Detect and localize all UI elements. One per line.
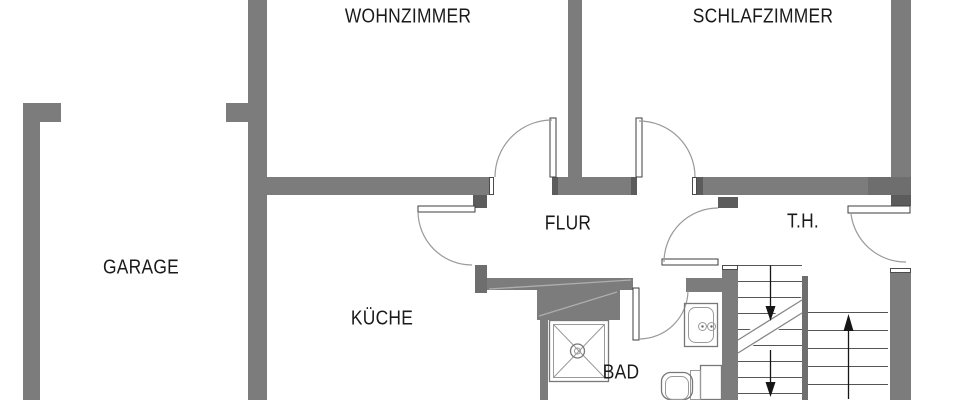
door-swing-arc <box>850 213 907 263</box>
toilet-icon <box>660 364 723 400</box>
wall-bad-north-stub <box>686 278 722 292</box>
wall-flur-north-right <box>697 177 890 195</box>
jamb-cap-schlafzimmer-door <box>692 177 697 195</box>
wall-flur-west-stub <box>475 265 487 293</box>
door-leaf <box>661 258 719 266</box>
bad-door <box>632 287 689 341</box>
jamb-kueche-door <box>473 195 487 208</box>
wall-garage-top-stub-left <box>23 103 61 122</box>
jamb-cap-stairs-wall <box>722 265 738 270</box>
wall-flur-south <box>487 278 633 290</box>
door-swing-arc <box>494 119 553 178</box>
stairs-break-line-1 <box>737 312 803 354</box>
wall-corner-th <box>868 177 911 195</box>
jamb-cap-right-wall <box>890 268 911 273</box>
th-door <box>661 207 719 266</box>
stairs <box>737 265 888 399</box>
stair-arrow-up-icon <box>843 314 854 399</box>
shower-icon <box>548 319 610 383</box>
wall-flur-north-center <box>552 177 637 195</box>
wall-kueche-bad <box>540 318 548 400</box>
door-leaf <box>549 117 557 178</box>
door-swing-arc <box>638 120 696 178</box>
wall-shaft <box>537 290 620 320</box>
wall-garage-left <box>23 103 40 400</box>
jamb-entry-door <box>891 195 911 206</box>
room-label-garage: GARAGE <box>102 256 180 279</box>
room-label-kueche: KÜCHE <box>350 307 414 330</box>
stairs-break-mask <box>738 297 802 355</box>
wall-stairs-divider <box>802 276 808 400</box>
room-label-wohnzimmer: WOHNZIMMER <box>344 5 472 28</box>
door-swing-arc <box>639 290 689 340</box>
entry-door <box>847 205 911 263</box>
door-swing-arc <box>663 207 719 263</box>
room-label-treppenhaus: T.H. <box>787 210 819 233</box>
door-swing-arc <box>417 211 473 266</box>
stair-arrow-down-icon <box>765 265 776 397</box>
stairs-break-line-2 <box>737 299 803 341</box>
schlafzimmer-door <box>635 117 696 178</box>
door-leaf <box>632 287 640 341</box>
jamb-schlafzimmer-east <box>697 177 703 195</box>
stairs-right-flight <box>808 312 888 385</box>
jamb-th-door <box>718 197 738 208</box>
wall-stairs-west <box>722 265 738 400</box>
wall-garage-top-stub-right <box>226 103 248 122</box>
washbasin-icon <box>683 302 719 348</box>
wall-flur-north-left <box>267 177 493 195</box>
wall-outer-right-top <box>891 0 911 206</box>
jamb-center-right <box>631 177 637 195</box>
jamb-center-left <box>552 177 558 195</box>
stairs-left-flight <box>738 265 802 394</box>
door-leaf <box>417 205 476 213</box>
wall-outer-right-bottom <box>890 268 911 400</box>
room-label-flur: FLUR <box>544 212 592 235</box>
wohnzimmer-door <box>494 117 557 178</box>
room-label-bad: BAD <box>602 361 640 384</box>
door-leaf <box>635 117 643 178</box>
door-leaf <box>847 205 911 214</box>
kueche-door <box>417 205 476 266</box>
wall-garage-kueche <box>248 0 267 400</box>
jamb-cap-wohnzimmer-door <box>489 177 494 195</box>
room-label-schlafzimmer: SCHLAFZIMMER <box>692 5 834 28</box>
wall-wohnzimmer-schlafzimmer <box>568 0 582 177</box>
